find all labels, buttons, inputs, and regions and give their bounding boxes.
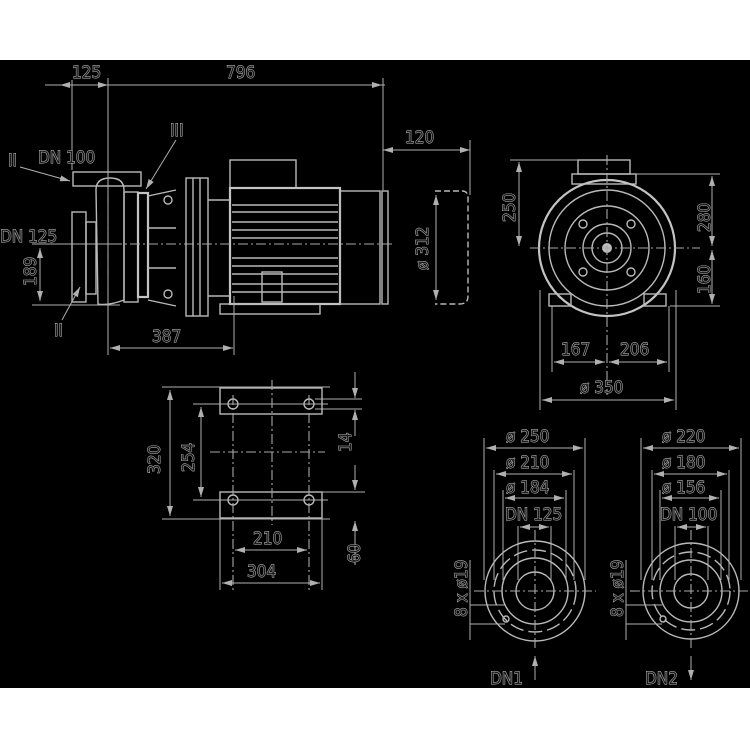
dim-motor-overhang: 120 [405, 128, 434, 148]
drawing-background [0, 60, 750, 688]
dim-foot-outer-length: 320 [145, 445, 165, 474]
flange-dn1-drawing [469, 438, 596, 680]
foot-plan [162, 372, 365, 590]
dim-suction-offset: 125 [72, 63, 101, 83]
dim-hole-spacing-long: 254 [179, 443, 199, 472]
label-suction-dn: DN 125 [0, 227, 57, 247]
dim-right-width: 206 [620, 340, 649, 360]
dim-top-height: 280 [695, 203, 715, 232]
flange-dn2-drawing [625, 438, 750, 680]
marker-ii-top: II [8, 151, 17, 171]
side-view [19, 78, 471, 355]
flange-dn2-label: DN2 [645, 669, 678, 689]
marker-iii: III [170, 121, 184, 141]
dim-foot-to-flange: 387 [152, 327, 181, 347]
dim-overall-length: 796 [226, 63, 255, 83]
dim-foot-outer-width: 304 [247, 562, 276, 582]
dim-shaft-height: 189 [21, 257, 41, 286]
flange-dn2-bolts: 8 x ø19 [608, 560, 628, 617]
flange-dn1-od: ø 250 [506, 427, 549, 447]
dim-discharge-height: 250 [500, 193, 520, 222]
label-discharge-dn: DN 100 [38, 148, 95, 168]
dim-axis-height: 160 [695, 265, 715, 294]
flange-dn1-nominal: DN 125 [505, 505, 562, 525]
flange-dn1-bolt-circle: ø 210 [506, 453, 549, 473]
flange-dn2-od: ø 220 [662, 427, 705, 447]
dim-front-diameter: ø 350 [580, 378, 623, 398]
dim-left-width: 167 [561, 340, 590, 360]
flange-dn2-raised-face: ø 156 [662, 478, 705, 498]
dim-foot-width: 60 [345, 544, 365, 563]
flange-dn2-bolt-circle: ø 180 [662, 453, 705, 473]
flange-dn1-bolts: 8 x ø19 [452, 560, 472, 617]
dim-motor-diameter: ø 312 [413, 227, 433, 270]
dim-hole-diameter: 14 [336, 433, 356, 452]
dim-hole-spacing-cross: 210 [253, 529, 282, 549]
flange-dn2-nominal: DN 100 [660, 505, 717, 525]
marker-ii-bottom: II [54, 321, 63, 341]
flange-dn1-raised-face: ø 184 [506, 478, 549, 498]
front-view [510, 155, 720, 410]
flange-dn1-label: DN1 [490, 669, 523, 689]
